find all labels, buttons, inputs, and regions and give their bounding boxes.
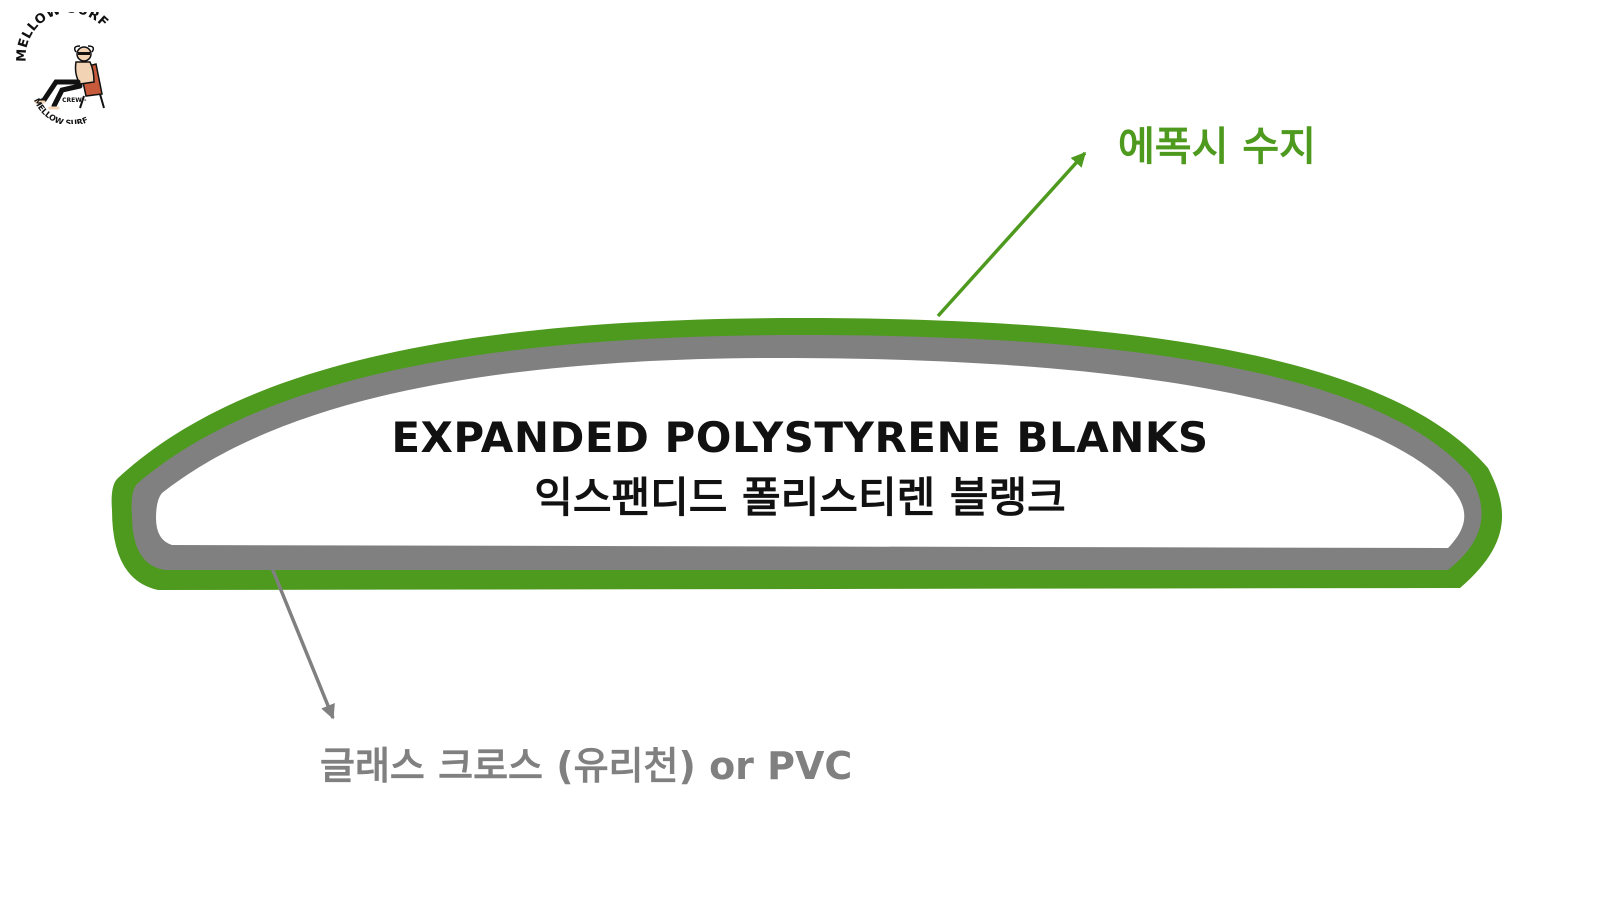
surfer-in-chair-icon [34, 45, 105, 110]
arrow-up-right-icon [936, 151, 1087, 318]
logo-top-text: MELLOW SURF [15, 12, 111, 62]
eps-core-layer [156, 358, 1465, 548]
core-label-ko: 익스팬디드 폴리스티렌 블랭크 [534, 473, 1066, 522]
logo-middle-text: - CREW - [58, 97, 87, 104]
core-title: EXPANDED POLYSTYRENE BLANKS 익스팬디드 폴리스티렌 … [300, 408, 1300, 528]
epoxy-resin-label: 에폭시 수지 [1118, 124, 1316, 170]
svg-text:MELLOW SURF: MELLOW SURF [15, 12, 112, 62]
core-label-en: EXPANDED POLYSTYRENE BLANKS [391, 413, 1209, 462]
glass-cloth-label: 글래스 크로스 (유리천) or PVC [320, 744, 853, 788]
mellow-surf-logo: MELLOW SURF - CREW - MELLOW SURF [15, 12, 112, 124]
arrow-down-icon [270, 567, 335, 720]
